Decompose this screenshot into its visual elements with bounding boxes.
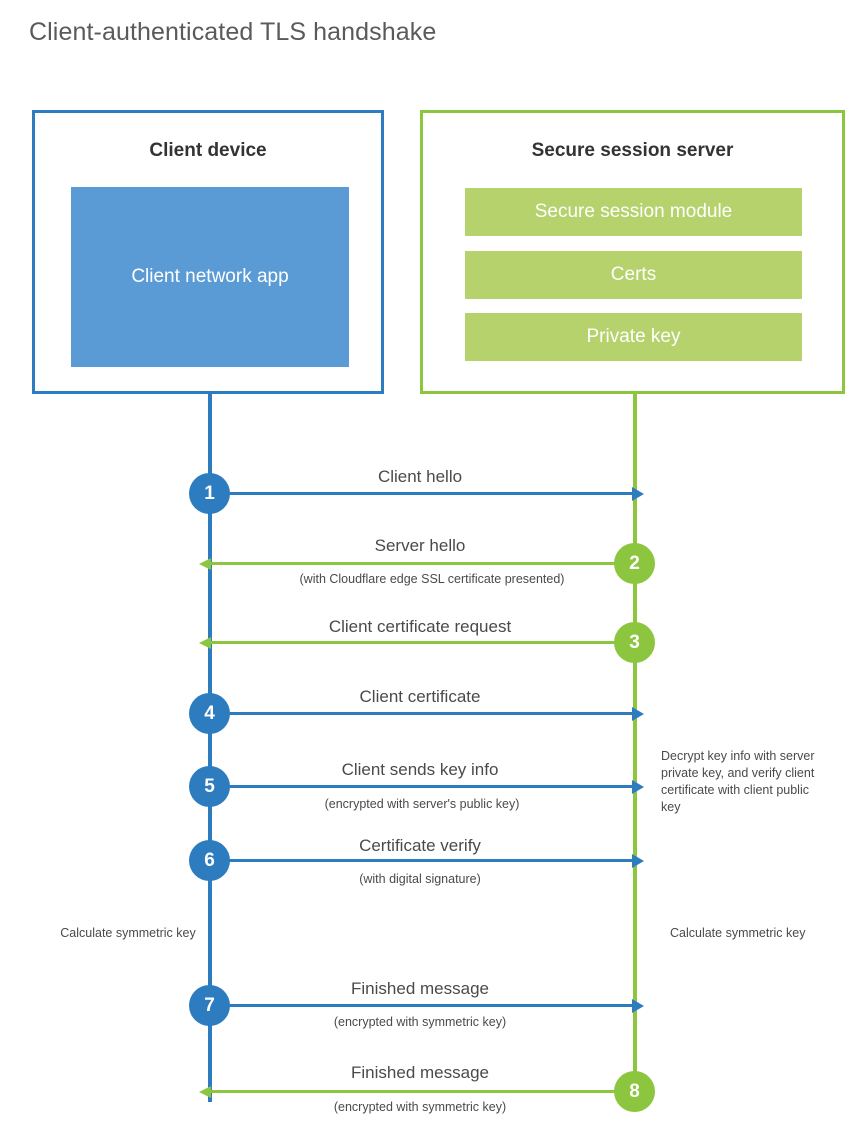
client-device-title: Client device: [149, 140, 267, 161]
arrowhead-right-icon: [632, 998, 644, 1013]
client-device-box: Client device Client network app: [32, 110, 384, 394]
step-8-marker[interactable]: 8: [614, 1071, 655, 1112]
step-1-label: Client hello: [377, 467, 463, 486]
step-3-arrow: [199, 636, 633, 649]
server-bar-private-key: Private key: [465, 313, 802, 361]
step-5-sublabel: (encrypted with server's public key): [324, 797, 520, 811]
step-1-marker[interactable]: 1: [189, 473, 230, 514]
server-bar-secure-session-module: Secure session module: [465, 188, 802, 236]
secure-session-server-box: Secure session server Secure session mod…: [420, 110, 845, 394]
step-4-arrow: [210, 706, 644, 721]
step-8-sublabel: (encrypted with symmetric key): [333, 1100, 507, 1114]
server-decrypt-note: Decrypt key info with server private key…: [661, 749, 815, 814]
step-7-arrow: [210, 998, 644, 1013]
step-6-arrow: [210, 853, 644, 868]
secure-session-server-title: Secure session server: [531, 140, 734, 161]
arrowhead-left-icon: [199, 636, 211, 649]
step-7-marker[interactable]: 7: [189, 985, 230, 1026]
server-lifeline: [633, 393, 637, 1092]
step-7-sublabel: (encrypted with symmetric key): [333, 1015, 507, 1029]
step-1-arrow: [210, 486, 644, 501]
page-title: Client-authenticated TLS handshake: [29, 18, 437, 46]
step-7-label: Finished message: [351, 979, 489, 998]
step-4-marker[interactable]: 4: [189, 693, 230, 734]
client-calculate-symmetric-key-note: Calculate symmetric key: [60, 926, 196, 940]
arrowhead-left-icon: [199, 1085, 211, 1098]
step-8-arrow: [199, 1085, 633, 1098]
step-5-arrow: [210, 779, 644, 794]
step-2-marker[interactable]: 2: [614, 543, 655, 584]
client-lifeline: [208, 393, 212, 1102]
step-5-label: Client sends key info: [341, 760, 499, 779]
client-network-app-block: Client network app: [71, 187, 349, 367]
arrowhead-right-icon: [632, 486, 644, 501]
step-2-sublabel: (with Cloudflare edge SSL certificate pr…: [299, 572, 565, 586]
step-4-label: Client certificate: [359, 687, 481, 706]
arrowhead-left-icon: [199, 557, 211, 570]
step-3-label: Client certificate request: [328, 617, 512, 636]
arrowhead-right-icon: [632, 853, 644, 868]
step-8-label: Finished message: [351, 1063, 489, 1082]
step-6-sublabel: (with digital signature): [359, 872, 481, 886]
step-2-arrow: [199, 557, 633, 570]
step-6-label: Certificate verify: [359, 836, 481, 855]
arrowhead-right-icon: [632, 706, 644, 721]
step-3-marker[interactable]: 3: [614, 622, 655, 663]
server-bar-certs: Certs: [465, 251, 802, 299]
step-5-marker[interactable]: 5: [189, 766, 230, 807]
step-6-marker[interactable]: 6: [189, 840, 230, 881]
step-2-label: Server hello: [374, 536, 466, 555]
server-calculate-symmetric-key-note: Calculate symmetric key: [670, 926, 806, 940]
arrowhead-right-icon: [632, 779, 644, 794]
